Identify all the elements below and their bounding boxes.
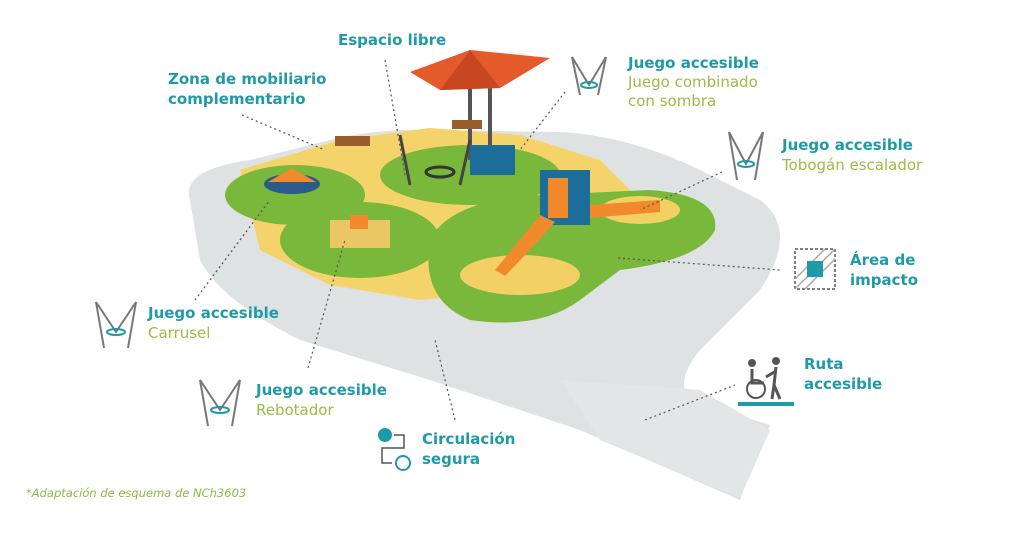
label-carrusel-title: Juego accesible bbox=[148, 304, 279, 322]
impact-area-icon bbox=[794, 248, 836, 290]
footnote: *Adaptación de esquema de NCh3603 bbox=[26, 486, 247, 500]
label-area-impacto-1: Área de bbox=[850, 251, 916, 269]
label-juego-combinado-title: Juego accesible bbox=[628, 54, 759, 72]
slide bbox=[495, 215, 555, 276]
label-area-impacto-2: impacto bbox=[850, 271, 918, 289]
wheelchair-route-icon bbox=[738, 357, 794, 406]
label-tobogan-sub: Tobogán escalador bbox=[782, 156, 923, 174]
label-circulacion-2: segura bbox=[422, 450, 481, 468]
swing-icon bbox=[571, 56, 607, 96]
label-carrusel-sub: Carrusel bbox=[148, 324, 211, 342]
safe-circulation-icon bbox=[378, 428, 411, 471]
label-tobogan-title: Juego accesible bbox=[782, 136, 913, 154]
label-rebotador-title: Juego accesible bbox=[256, 381, 387, 399]
label-juego-combinado-sub1: Juego combinado bbox=[628, 73, 758, 91]
swing-icon bbox=[95, 301, 137, 349]
label-zona-mobiliario-2: complementario bbox=[168, 90, 306, 108]
swing-icon bbox=[199, 379, 241, 427]
label-rebotador-sub: Rebotador bbox=[256, 401, 334, 419]
swing-icon bbox=[728, 131, 764, 181]
label-ruta-2: accesible bbox=[804, 375, 883, 393]
label-zona-mobiliario-1: Zona de mobiliario bbox=[168, 70, 327, 88]
route-extension bbox=[560, 380, 770, 498]
label-espacio-libre: Espacio libre bbox=[338, 31, 447, 49]
label-juego-combinado-sub2: con sombra bbox=[628, 92, 717, 110]
label-circulacion-1: Circulación bbox=[422, 430, 516, 448]
yellow-pad-slide bbox=[460, 255, 580, 295]
label-ruta-1: Ruta bbox=[804, 355, 844, 373]
